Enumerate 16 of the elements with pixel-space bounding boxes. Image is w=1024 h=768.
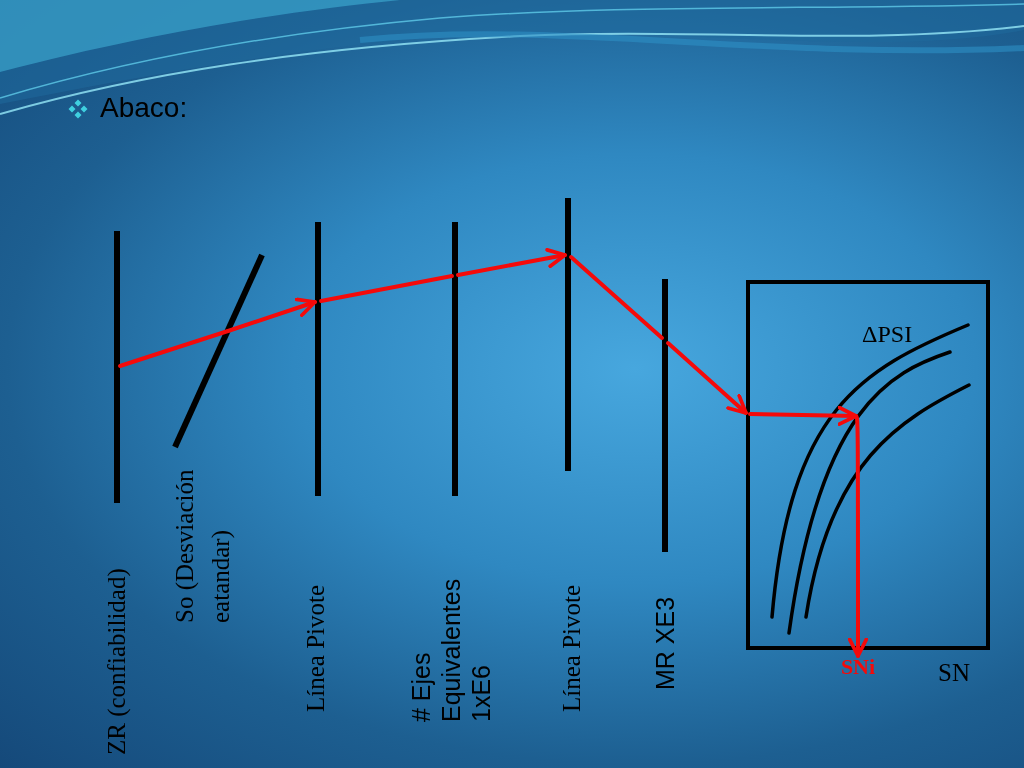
scale-label: # Ejes Equivalentes 1xE6	[406, 577, 496, 722]
arrow	[748, 406, 868, 658]
arrow	[666, 341, 748, 415]
scale-label: Línea Pivote	[557, 583, 586, 712]
scale-label: ZR (confiabilidad)	[102, 567, 131, 755]
axis-value-label: SNi	[830, 656, 886, 680]
arrow	[226, 297, 317, 333]
slide-title: Abaco:	[100, 94, 188, 122]
axis-label: SN	[938, 660, 970, 686]
scale-label: So (Desviación eatandar)	[170, 468, 235, 623]
slanted-scale-line	[172, 252, 265, 450]
curve-label: ΔPSI	[862, 322, 913, 346]
scale-label: Línea Pivote	[301, 583, 330, 712]
scale-label: MR XE3	[650, 595, 680, 690]
chart-frame	[746, 280, 990, 650]
arrow	[456, 248, 567, 277]
